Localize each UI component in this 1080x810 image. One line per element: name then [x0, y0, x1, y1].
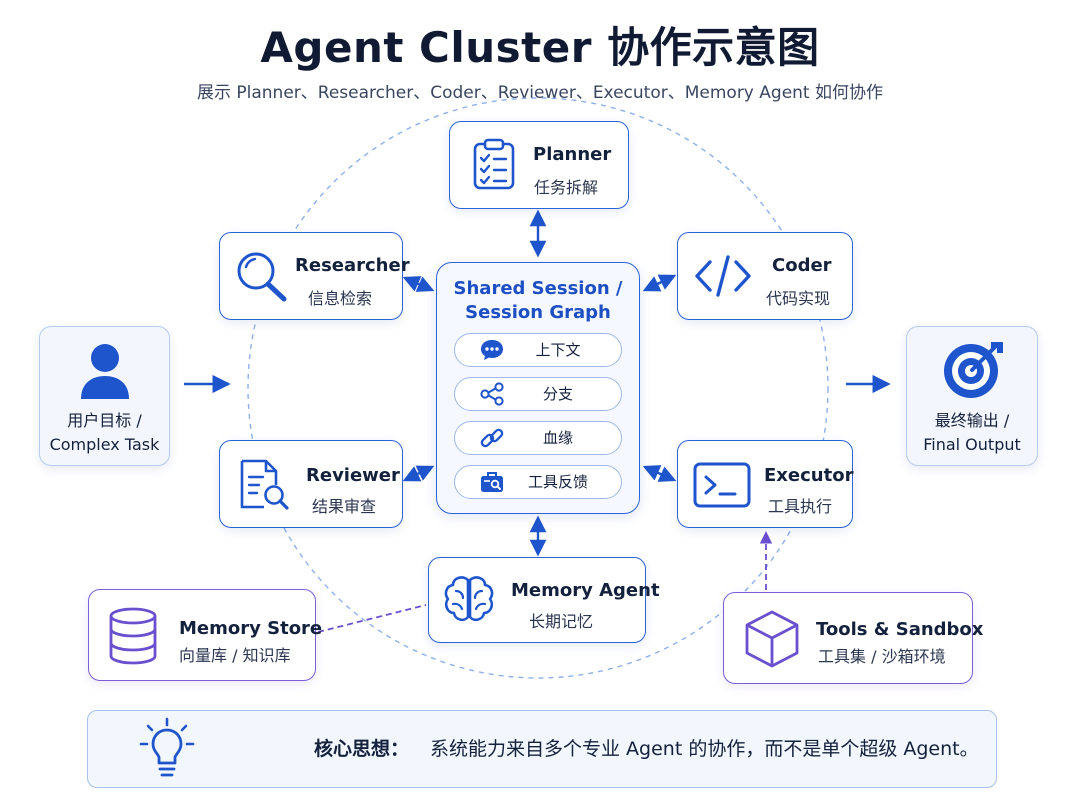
terminal-icon [692, 461, 752, 509]
memory-store-link [317, 604, 427, 633]
user-goal-card: 用户目标 / Complex Task [39, 326, 170, 466]
core-idea-banner: 核心思想： 系统能力来自多个专业 Agent 的协作，而不是单个超级 Agent… [87, 710, 997, 788]
collaboration-ring [247, 97, 829, 679]
final-output-label: 最终输出 / Final Output [907, 409, 1037, 457]
reviewer-desc: 结果审查 [312, 497, 377, 516]
core-idea-label: 核心思想： [314, 738, 410, 760]
hub-item-tool-feedback: 工具反馈 [454, 465, 622, 499]
final-output-card: 最终输出 / Final Output [906, 326, 1038, 466]
executor-hub-arrow [642, 465, 677, 482]
memory-store-card: Memory Store 向量库 / 知识库 [88, 589, 322, 681]
database-icon [107, 606, 159, 666]
researcher-hub-arrow [402, 276, 435, 292]
lightbulb-icon [138, 717, 196, 783]
final-output-line1: 最终输出 / [934, 411, 1010, 430]
executor-desc: 工具执行 [768, 497, 833, 516]
tools-sandbox-name: Tools & Sandbox [816, 619, 984, 640]
researcher-desc: 信息检索 [308, 289, 373, 308]
tools-sandbox-card: Tools & Sandbox 工具集 / 沙箱环境 [723, 592, 983, 684]
executor-name: Executor [764, 465, 854, 486]
share-nodes-icon [479, 382, 505, 410]
researcher-card: Researcher 信息检索 [219, 232, 410, 320]
shared-session-hub: Shared Session / Session Graph 上下文 分支 [436, 262, 640, 514]
target-icon [941, 339, 1007, 401]
diagram-title: Agent Cluster 协作示意图 [260, 23, 820, 72]
hub-item-label: 血缘 [542, 429, 573, 447]
hub-item-label: 工具反馈 [527, 473, 588, 491]
hub-title-line1: Shared Session / [453, 278, 623, 299]
planner-card: Planner 任务拆解 [449, 121, 629, 209]
toolbox-icon [479, 470, 505, 498]
user-goal-line1: 用户目标 / [67, 411, 142, 430]
document-search-icon [238, 457, 290, 513]
hub-item-label: 上下文 [535, 341, 581, 359]
diagram-subtitle: 展示 Planner、Researcher、Coder、Reviewer、Exe… [196, 83, 883, 103]
memory-agent-desc: 长期记忆 [529, 612, 594, 631]
memory-store-name: Memory Store [179, 618, 323, 639]
user-goal-label: 用户目标 / Complex Task [40, 409, 169, 457]
code-brackets-icon [694, 253, 752, 299]
hub-item-lineage: 血缘 [454, 421, 622, 455]
user-goal-line2: Complex Task [49, 435, 160, 454]
reviewer-name: Reviewer [306, 465, 400, 486]
chat-bubble-icon [479, 338, 505, 366]
planner-name: Planner [533, 144, 612, 165]
executor-card: Executor 工具执行 [677, 440, 853, 528]
coder-name: Coder [772, 255, 832, 276]
researcher-name: Researcher [295, 255, 410, 276]
core-idea-text: 系统能力来自多个专业 Agent 的协作，而不是单个超级 Agent。 [430, 738, 979, 760]
hub-title: Shared Session / Session Graph [437, 277, 639, 325]
magnifier-icon [234, 250, 290, 304]
coder-card: Coder 代码实现 [677, 232, 853, 320]
reviewer-hub-arrow [402, 465, 435, 482]
planner-desc: 任务拆解 [534, 178, 599, 197]
memory-agent-card: Memory Agent 长期记忆 [428, 557, 660, 643]
cube-icon [744, 609, 800, 669]
memory-store-desc: 向量库 / 知识库 [179, 646, 291, 665]
hub-item-label: 分支 [542, 385, 573, 403]
coder-desc: 代码实现 [766, 289, 831, 308]
hub-item-context: 上下文 [454, 333, 622, 367]
clipboard-checklist-icon [472, 138, 516, 190]
hub-item-branch: 分支 [454, 377, 622, 411]
coder-hub-arrow [642, 274, 677, 292]
memory-agent-name: Memory Agent [511, 580, 660, 601]
hub-title-line2: Session Graph [465, 302, 611, 323]
final-output-line2: Final Output [923, 435, 1021, 454]
link-icon [479, 426, 505, 454]
tools-sandbox-desc: 工具集 / 沙箱环境 [818, 647, 946, 666]
brain-icon [443, 574, 495, 624]
reviewer-card: Reviewer 结果审查 [219, 440, 403, 528]
user-icon [78, 341, 132, 401]
